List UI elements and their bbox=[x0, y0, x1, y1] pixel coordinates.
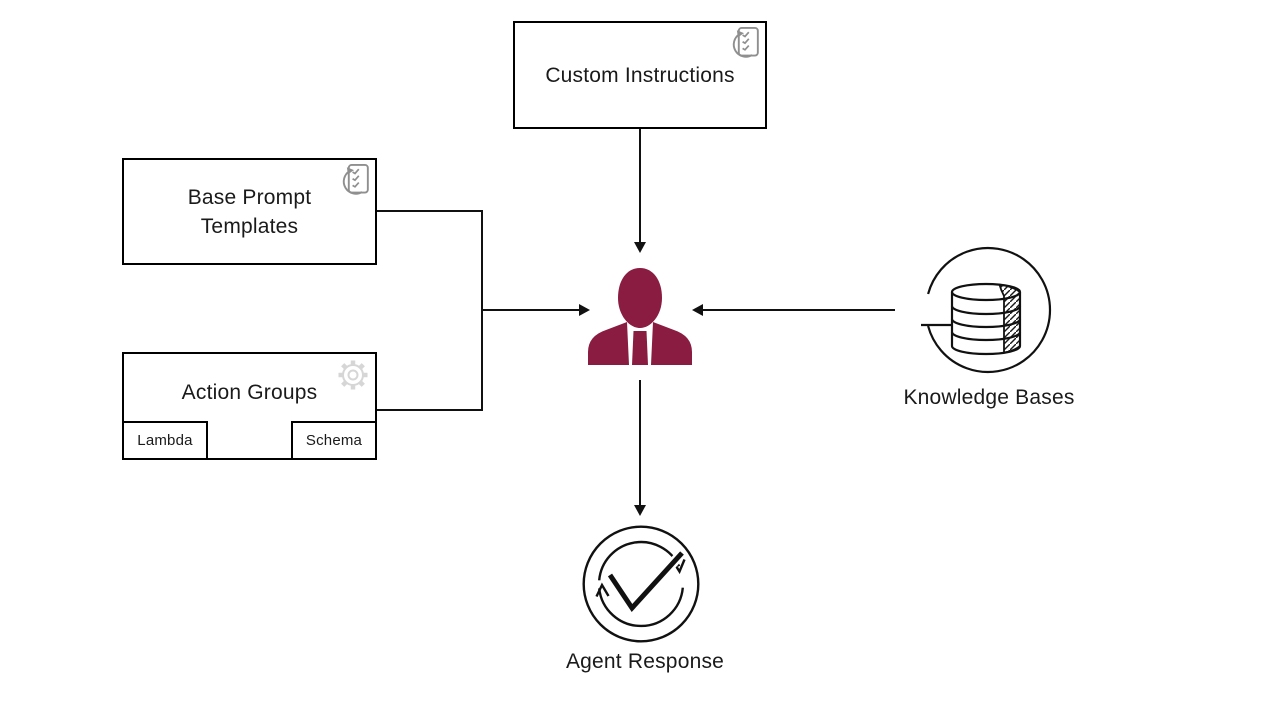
knowledge-bases-label: Knowledge Bases bbox=[903, 386, 1075, 409]
connector-ag-line bbox=[377, 409, 483, 411]
connector-bracket-line bbox=[481, 210, 483, 411]
arrow-agent-to-response bbox=[639, 380, 641, 506]
person-agent-icon bbox=[588, 268, 692, 365]
custom-instructions-node: Custom Instructions bbox=[513, 21, 767, 129]
custom-instructions-label: Custom Instructions bbox=[545, 63, 735, 87]
schema-sub-box: Schema bbox=[291, 421, 377, 460]
check-cycle-icon bbox=[582, 525, 700, 643]
lambda-sub-box: Lambda bbox=[122, 421, 208, 460]
arrowhead-down-icon bbox=[634, 242, 646, 253]
arrowhead-left-icon bbox=[692, 304, 703, 316]
arrow-custom-to-agent bbox=[639, 129, 641, 242]
action-groups-label: Action Groups bbox=[181, 380, 318, 404]
base-prompt-templates-label: Base Prompt Templates bbox=[187, 185, 312, 238]
arrow-kb-to-agent bbox=[703, 309, 895, 311]
checklist-refresh-icon bbox=[732, 26, 759, 58]
gear-icon bbox=[338, 360, 368, 390]
agent-response-label: Agent Response bbox=[565, 650, 725, 673]
schema-label: Schema bbox=[305, 432, 363, 449]
arrowhead-down-icon bbox=[634, 505, 646, 516]
base-prompt-templates-node: Base Prompt Templates bbox=[122, 158, 377, 265]
lambda-label: Lambda bbox=[137, 432, 193, 449]
checklist-refresh-icon bbox=[342, 163, 369, 195]
connector-bpt-line bbox=[377, 210, 483, 212]
database-sync-icon bbox=[921, 246, 1052, 374]
arrow-bracket-to-agent bbox=[483, 309, 581, 311]
arrowhead-right-icon bbox=[579, 304, 590, 316]
